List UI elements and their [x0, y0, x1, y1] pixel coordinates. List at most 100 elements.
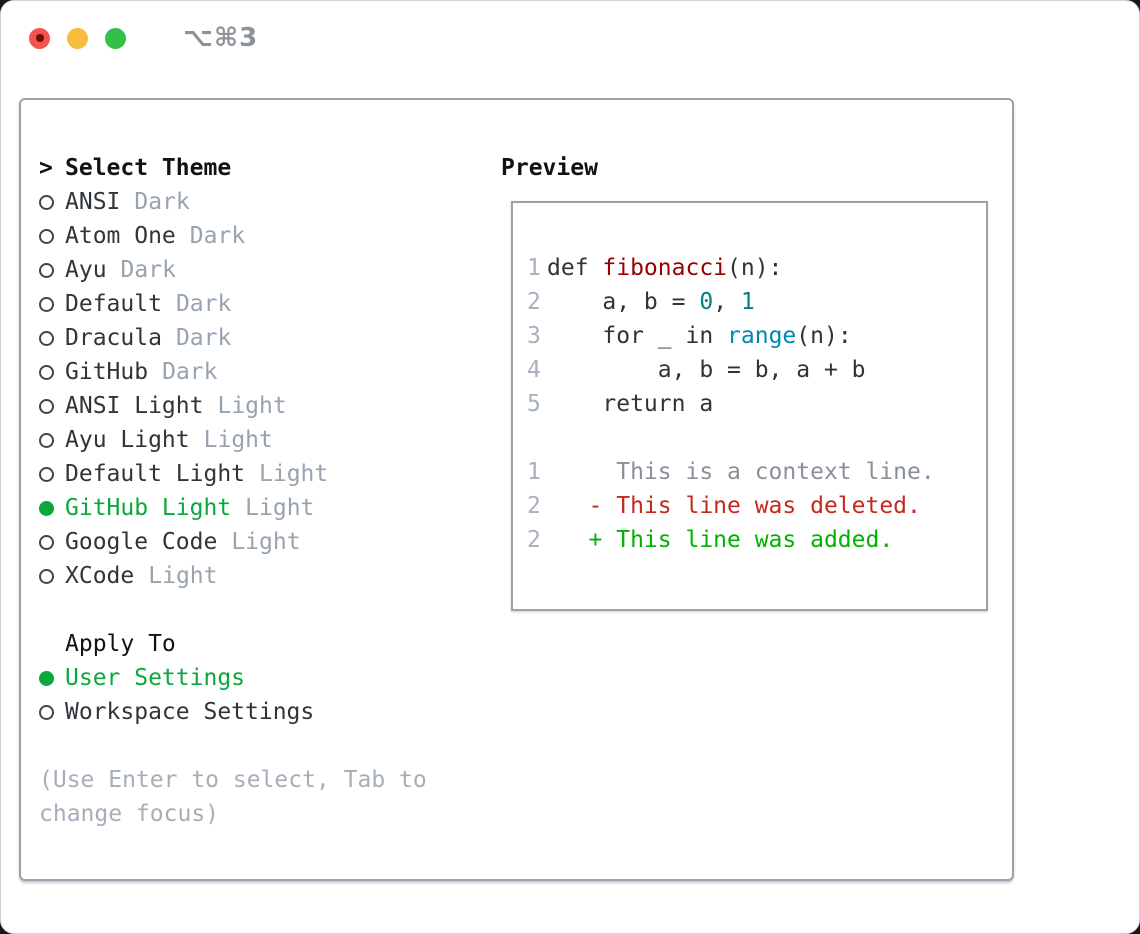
- code-line: 4 a, b = b, a + b: [527, 353, 986, 387]
- token-pl: a, b = b, a + b: [547, 357, 866, 383]
- theme-option-github-light[interactable]: GitHub Light Light: [39, 491, 427, 525]
- theme-tag: Light: [245, 495, 315, 521]
- theme-name: Ayu Light: [65, 427, 190, 453]
- theme-name: Default Light: [65, 461, 246, 487]
- theme-name: GitHub Light: [65, 495, 232, 521]
- theme-tag: Light: [259, 461, 329, 487]
- radio-slot: [39, 364, 65, 380]
- apply-option-workspace-settings[interactable]: Workspace Settings: [39, 695, 427, 729]
- radio-icon: [39, 568, 54, 584]
- radio-slot: [39, 568, 65, 584]
- theme-option-xcode[interactable]: XCode Light: [39, 559, 427, 593]
- radio-icon: [39, 262, 54, 278]
- radio-icon: [39, 296, 54, 312]
- radio-slot: [39, 228, 65, 244]
- theme-name: ANSI: [65, 189, 121, 215]
- radio-slot: [39, 398, 65, 414]
- diff-line-deletion: 2 - This line was deleted.: [527, 489, 986, 523]
- token-fn: fibonacci: [602, 255, 728, 281]
- token-num: 1: [740, 289, 755, 315]
- radio-icon: [39, 398, 54, 414]
- code-line: 5 return a: [527, 387, 986, 421]
- diff-line-context: 1 This is a context line.: [527, 455, 986, 489]
- token-kw: for: [602, 323, 644, 349]
- theme-option-ayu[interactable]: Ayu Dark: [39, 253, 427, 287]
- theme-name: Default: [65, 291, 162, 317]
- radio-slot: [39, 500, 65, 516]
- minimize-button[interactable]: [67, 27, 88, 49]
- window-title: ⌥⌘3: [183, 23, 259, 53]
- radio-icon: [39, 432, 54, 448]
- token-kw: return: [602, 391, 686, 417]
- token-bi: range: [727, 323, 797, 349]
- theme-option-default[interactable]: Default Dark: [39, 287, 427, 321]
- token-pl: [713, 323, 727, 349]
- token-pl: a: [685, 391, 714, 417]
- select-theme-header: >Select Theme: [39, 151, 427, 185]
- diff-text: + This line was added.: [547, 527, 894, 553]
- radio-slot: [39, 296, 65, 312]
- help-text: (Use Enter to select, Tab to change focu…: [39, 763, 427, 831]
- radio-icon: [39, 194, 54, 210]
- theme-option-default-light[interactable]: Default Light Light: [39, 457, 427, 491]
- token-pl: a, b =: [547, 289, 700, 315]
- theme-tag: Light: [231, 529, 301, 555]
- window-titlebar: ⌥⌘3: [1, 1, 1139, 75]
- line-number: 2: [527, 493, 541, 519]
- theme-tag: Dark: [189, 223, 246, 249]
- theme-tag: Dark: [120, 257, 176, 283]
- theme-tag: Dark: [175, 291, 232, 317]
- radio-slot: [39, 262, 65, 278]
- radio-slot: [39, 534, 65, 550]
- close-button[interactable]: [29, 27, 50, 49]
- line-number: 1: [527, 459, 541, 485]
- theme-option-google-code[interactable]: Google Code Light: [39, 525, 427, 559]
- radio-slot: [39, 432, 65, 448]
- token-pl: [547, 391, 602, 417]
- token-pl: (n):: [796, 323, 852, 349]
- theme-name: XCode: [65, 563, 135, 589]
- line-number: 4: [527, 357, 541, 383]
- radio-icon: [39, 704, 54, 720]
- apply-to-title: Apply To: [65, 631, 176, 657]
- diff-text: This is a context line.: [547, 459, 935, 485]
- apply-option-name: Workspace Settings: [65, 699, 315, 725]
- theme-option-ansi[interactable]: ANSI Dark: [39, 185, 427, 219]
- theme-tag: Dark: [134, 189, 190, 215]
- token-pl: [547, 323, 602, 349]
- line-number: 2: [527, 289, 541, 315]
- select-theme-title: Select Theme: [65, 155, 232, 181]
- code-line: 2 a, b = 0, 1: [527, 285, 986, 319]
- maximize-button[interactable]: [105, 27, 126, 49]
- theme-name: Dracula: [65, 325, 162, 351]
- radio-icon: [39, 330, 54, 346]
- line-number: 1: [527, 255, 541, 281]
- theme-tag: Dark: [162, 359, 218, 385]
- theme-tag: Light: [148, 563, 218, 589]
- radio-slot: [39, 704, 65, 720]
- token-num: 0: [699, 289, 714, 315]
- radio-slot: [39, 466, 65, 482]
- apply-option-user-settings[interactable]: User Settings: [39, 661, 427, 695]
- spacer: [39, 593, 427, 627]
- theme-tag: Light: [217, 393, 287, 419]
- radio-selected-icon: [39, 500, 54, 516]
- line-number: 2: [527, 527, 541, 553]
- token-kw: in: [685, 323, 714, 349]
- theme-name: Google Code: [65, 529, 218, 555]
- token-pl: _: [643, 323, 686, 349]
- spacer: [39, 729, 427, 763]
- diff-line-addition: 2 + This line was added.: [527, 523, 986, 557]
- radio-icon: [39, 228, 54, 244]
- theme-name: Ayu: [65, 257, 107, 283]
- radio-icon: [39, 364, 54, 380]
